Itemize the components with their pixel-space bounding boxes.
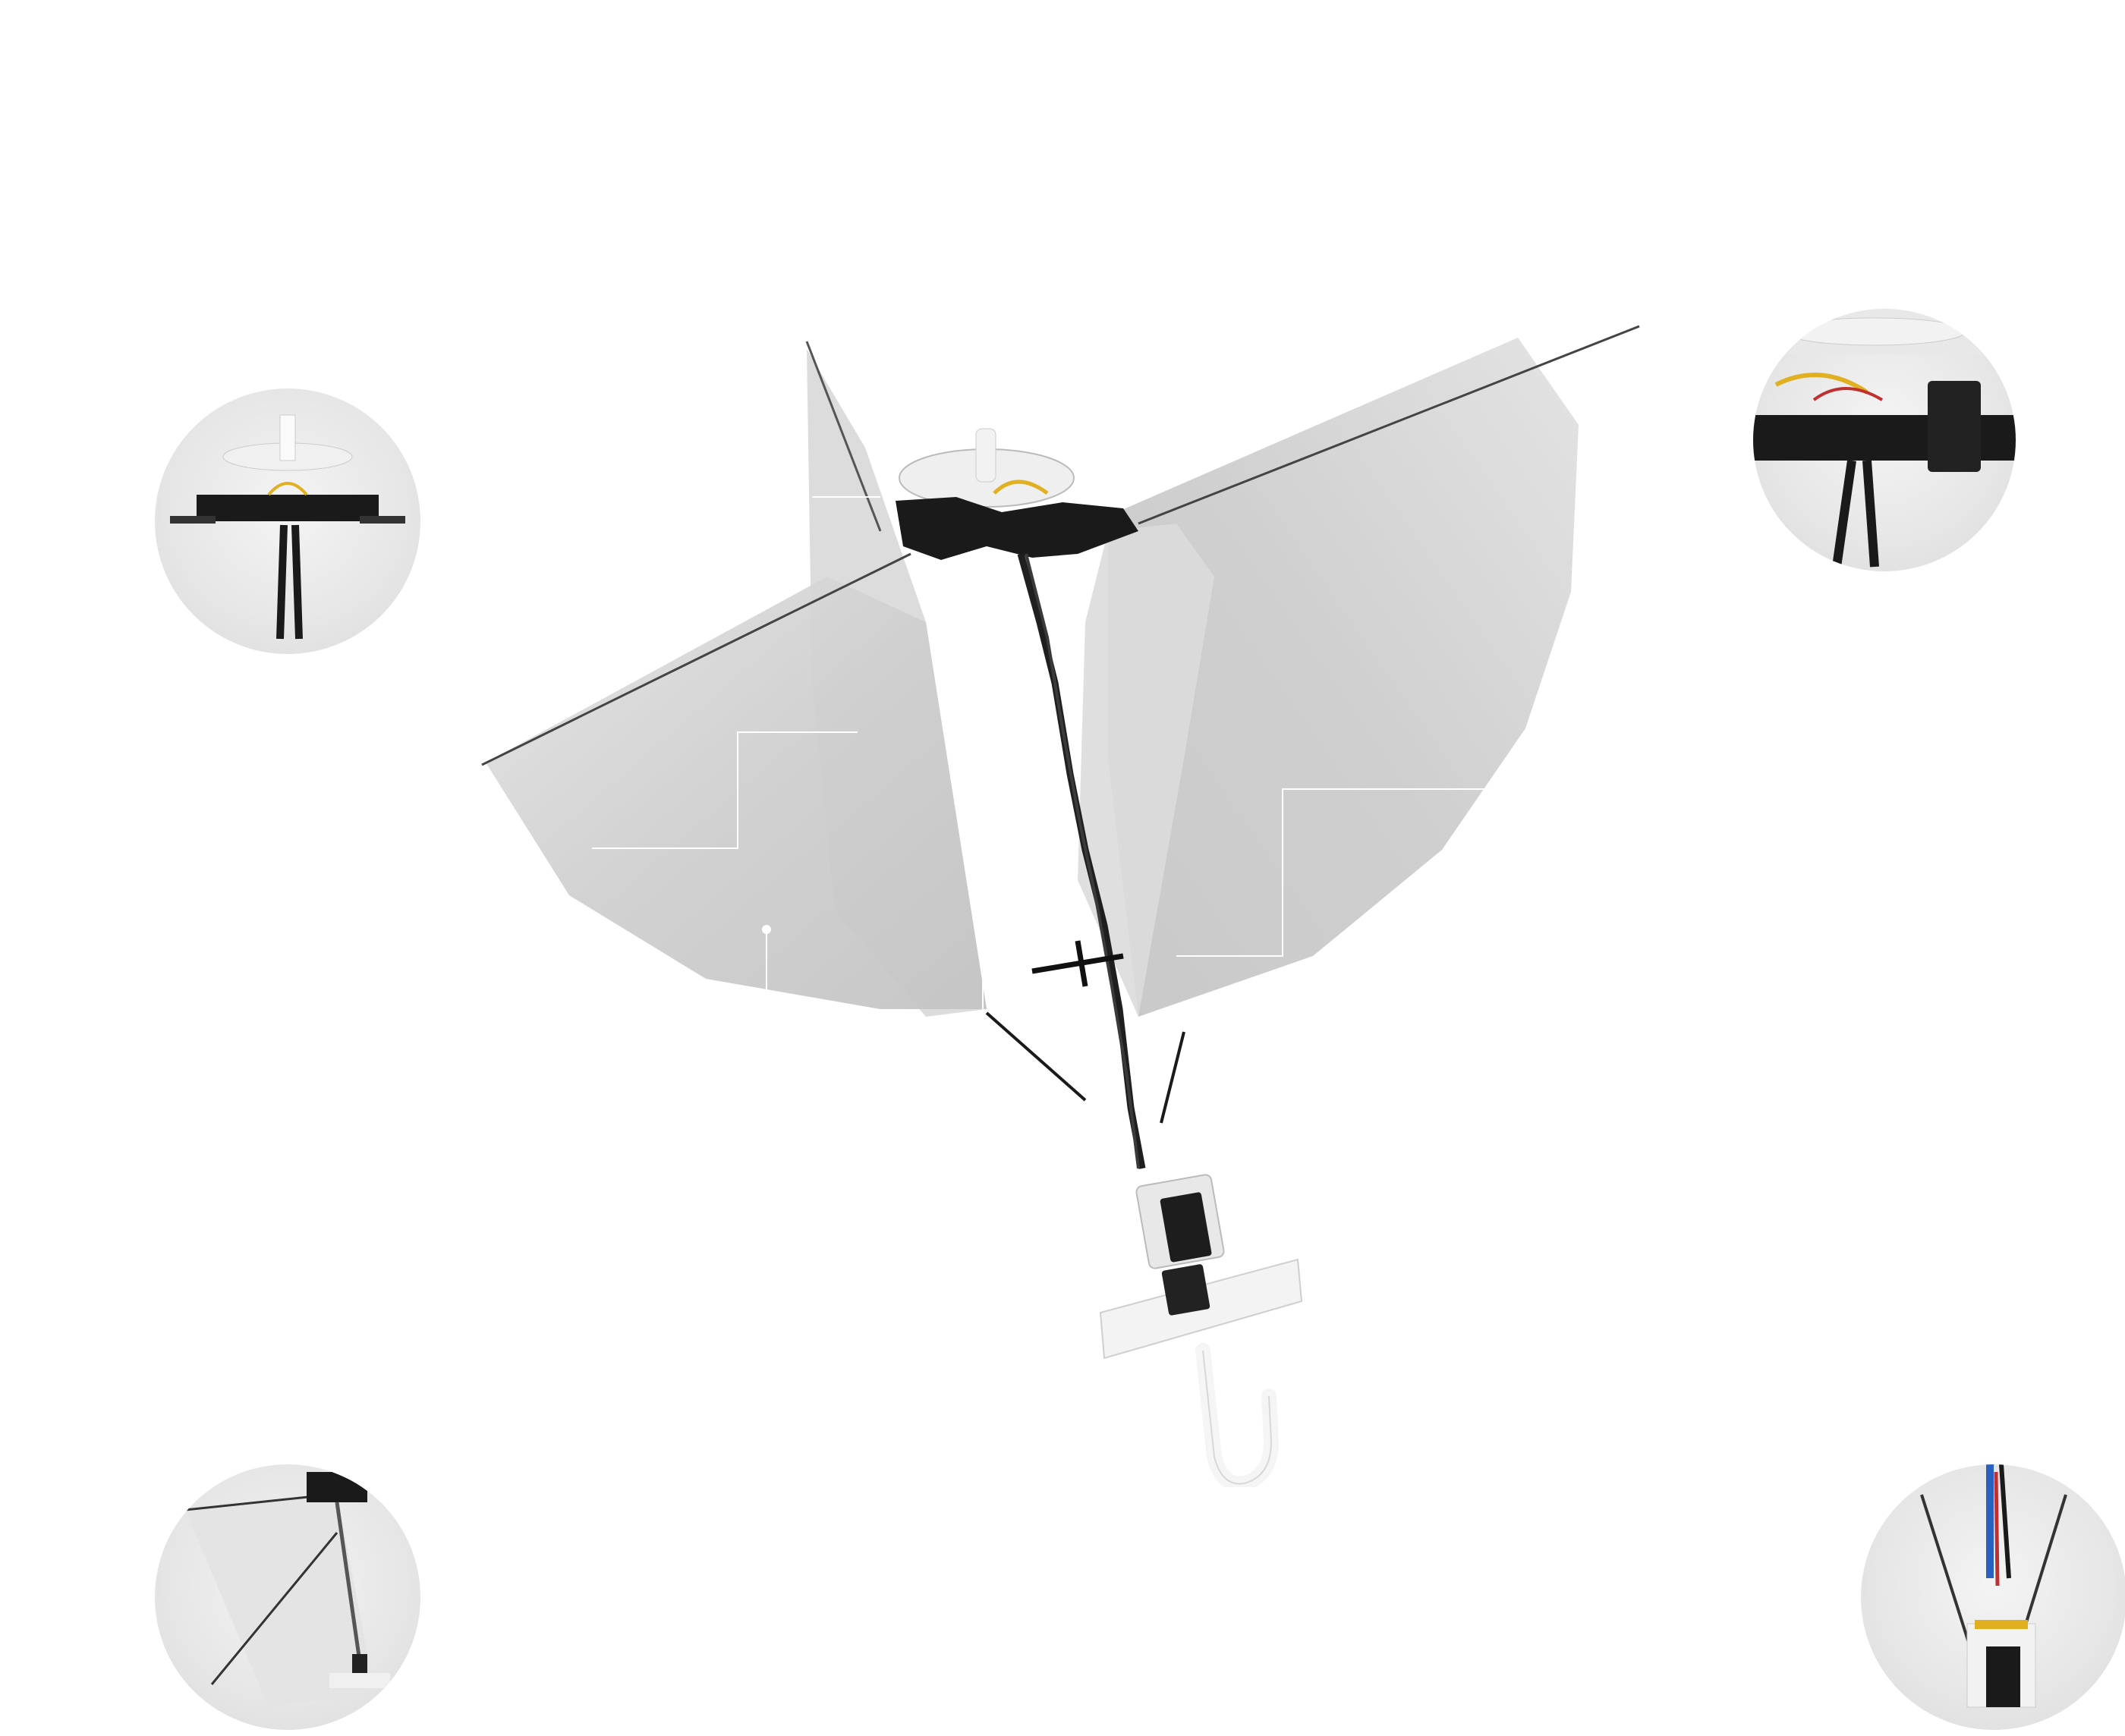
callout-dot bbox=[762, 925, 771, 934]
detail-tail-servo-image bbox=[1920, 1464, 2067, 1708]
detail-drive-mechanism bbox=[155, 388, 420, 654]
robot-illustration bbox=[481, 325, 1640, 1487]
tail-mount bbox=[1161, 1264, 1210, 1316]
cross-strut bbox=[1031, 940, 1124, 987]
left-wing-spar bbox=[481, 552, 911, 766]
top-mast bbox=[975, 428, 996, 483]
gearbox-frame bbox=[896, 497, 1138, 560]
right-wing-membrane bbox=[1108, 338, 1579, 1017]
yellow-wires bbox=[993, 480, 1049, 495]
detail-wing-spar bbox=[155, 1464, 420, 1730]
fuselage-wiring-secondary bbox=[1025, 553, 1140, 1169]
main-robot-figure bbox=[455, 303, 1670, 1487]
detail-wing-spar-image bbox=[184, 1472, 390, 1707]
right-wing-spar bbox=[1138, 325, 1640, 525]
detail-gearbox-closeup bbox=[1753, 309, 2016, 571]
detail-tail-servo bbox=[1861, 1464, 2125, 1730]
callout-line-left bbox=[592, 731, 858, 849]
right-inner-wing-membrane bbox=[1078, 524, 1214, 1017]
tail-brace-left bbox=[985, 1011, 1087, 1102]
left-rear-spar bbox=[805, 341, 882, 532]
left-wing-membrane bbox=[486, 577, 987, 1009]
landing-hook bbox=[1195, 1343, 1280, 1487]
servo-body bbox=[1160, 1192, 1212, 1263]
tail-brace-right bbox=[1160, 1031, 1185, 1124]
detail-gearbox-closeup-image bbox=[1753, 309, 2016, 568]
detail-drive-mechanism-image bbox=[170, 414, 405, 640]
landing-hook-outline bbox=[1202, 1350, 1273, 1485]
callout-line-right bbox=[1176, 788, 1510, 957]
